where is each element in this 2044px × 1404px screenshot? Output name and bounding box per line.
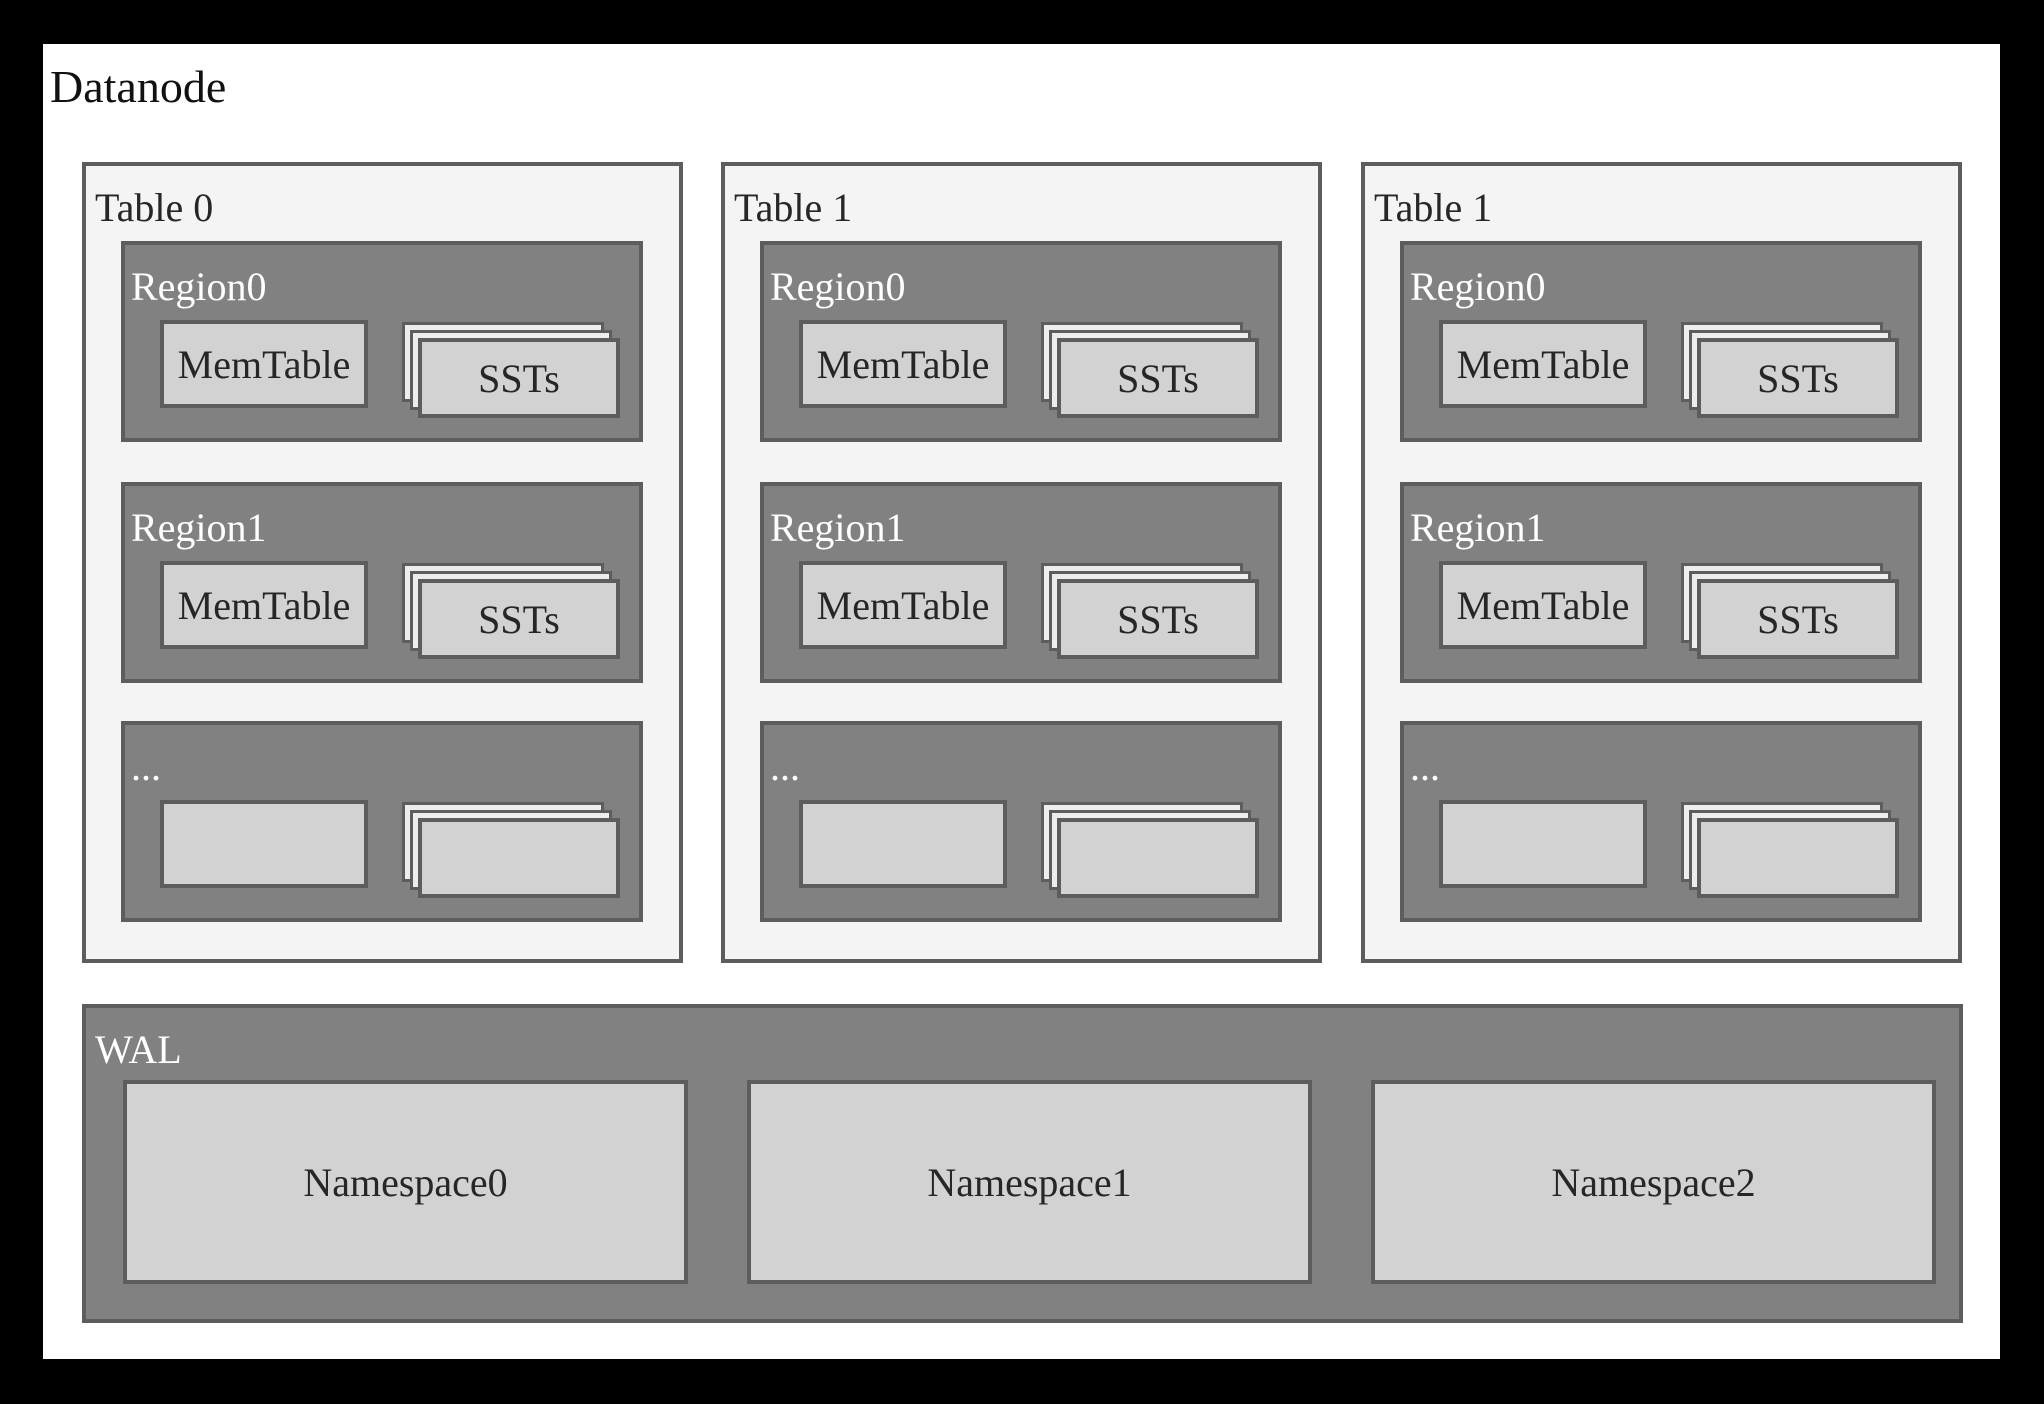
region-label: ... — [770, 744, 800, 789]
table-box-1: Table 1 Region0 MemTable SSTs Region1 Me… — [721, 162, 1322, 963]
ssts-front-box: SSTs — [418, 338, 620, 418]
datanode-diagram: Datanode Table 0 Region0 MemTable SSTs R… — [43, 44, 2000, 1359]
region-label: Region1 — [770, 505, 906, 550]
region-box: Region1 MemTable SSTs — [121, 482, 643, 683]
ssts-stack: SSTs — [1041, 563, 1259, 659]
region-box-ellipsis: ... — [1400, 721, 1922, 922]
region-label: Region0 — [1410, 264, 1546, 309]
memtable-box-empty — [1439, 800, 1647, 888]
namespace-box: Namespace1 — [747, 1080, 1312, 1284]
page-title: Datanode — [50, 61, 227, 112]
region-box: Region1 MemTable SSTs — [760, 482, 1282, 683]
region-label: Region0 — [770, 264, 906, 309]
wal-label: WAL — [95, 1027, 182, 1072]
ssts-front-box: SSTs — [1057, 579, 1259, 659]
ssts-stack: SSTs — [402, 563, 620, 659]
region-label: ... — [131, 744, 161, 789]
ssts-front-box: SSTs — [418, 579, 620, 659]
region-label: Region1 — [131, 505, 267, 550]
table-label: Table 1 — [1374, 185, 1493, 230]
region-box: Region0 MemTable SSTs — [121, 241, 643, 442]
ssts-stack: SSTs — [1681, 563, 1899, 659]
ssts-front-box: SSTs — [1697, 338, 1899, 418]
namespace-box: Namespace0 — [123, 1080, 688, 1284]
region-box: Region0 MemTable SSTs — [1400, 241, 1922, 442]
ssts-stack-empty — [1681, 802, 1899, 898]
ssts-stack: SSTs — [1041, 322, 1259, 418]
ssts-front-box — [1057, 818, 1259, 898]
memtable-box: MemTable — [799, 320, 1007, 408]
table-box-2: Table 1 Region0 MemTable SSTs Region1 Me… — [1361, 162, 1962, 963]
region-label: Region1 — [1410, 505, 1546, 550]
ssts-stack-empty — [402, 802, 620, 898]
memtable-box: MemTable — [1439, 320, 1647, 408]
region-box: Region1 MemTable SSTs — [1400, 482, 1922, 683]
region-box: Region0 MemTable SSTs — [760, 241, 1282, 442]
table-label: Table 0 — [95, 185, 214, 230]
region-box-ellipsis: ... — [760, 721, 1282, 922]
ssts-front-box — [1697, 818, 1899, 898]
ssts-stack-empty — [1041, 802, 1259, 898]
memtable-box: MemTable — [160, 561, 368, 649]
namespace-box: Namespace2 — [1371, 1080, 1936, 1284]
memtable-box-empty — [160, 800, 368, 888]
table-label: Table 1 — [734, 185, 853, 230]
ssts-front-box: SSTs — [1057, 338, 1259, 418]
wal-box: WAL Namespace0 Namespace1 Namespace2 — [82, 1004, 1963, 1323]
region-box-ellipsis: ... — [121, 721, 643, 922]
memtable-box: MemTable — [160, 320, 368, 408]
memtable-box: MemTable — [1439, 561, 1647, 649]
memtable-box-empty — [799, 800, 1007, 888]
region-label: Region0 — [131, 264, 267, 309]
ssts-front-box: SSTs — [1697, 579, 1899, 659]
region-label: ... — [1410, 744, 1440, 789]
ssts-stack: SSTs — [1681, 322, 1899, 418]
ssts-stack: SSTs — [402, 322, 620, 418]
memtable-box: MemTable — [799, 561, 1007, 649]
ssts-front-box — [418, 818, 620, 898]
table-box-0: Table 0 Region0 MemTable SSTs Region1 Me… — [82, 162, 683, 963]
